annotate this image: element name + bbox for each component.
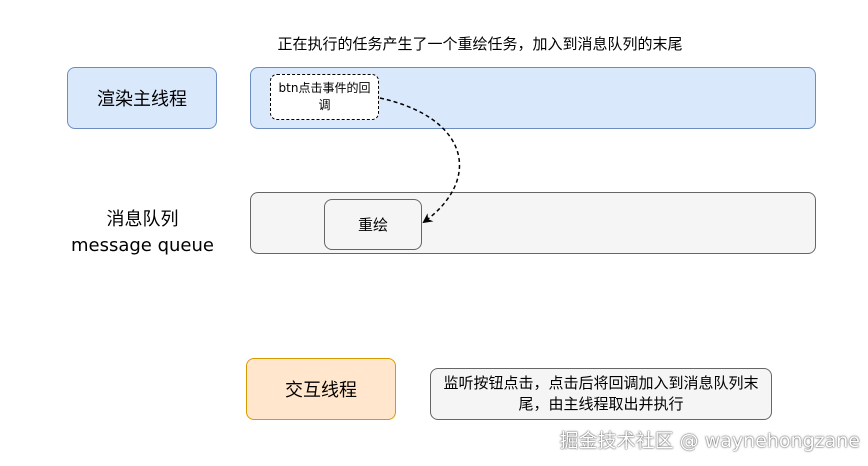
render-thread-label: 渲染主线程 [67, 67, 217, 129]
interaction-thread-note: 监听按钮点击，点击后将回调加入到消息队列末尾，由主线程取出并执行 [430, 368, 772, 420]
message-queue-label-cn: 消息队列 [106, 209, 179, 230]
watermark: 掘金技术社区 @ waynehongzane [559, 429, 860, 452]
interaction-thread-label: 交互线程 [246, 358, 396, 420]
message-queue-label: 消息队列 message queue [50, 205, 235, 261]
repaint-task: 重绘 [324, 199, 422, 250]
btn-click-callback-task: btn点击事件的回调 [270, 74, 379, 120]
top-caption: 正在执行的任务产生了一个重绘任务，加入到消息队列的末尾 [277, 34, 683, 53]
message-queue-label-en: message queue [70, 235, 214, 256]
